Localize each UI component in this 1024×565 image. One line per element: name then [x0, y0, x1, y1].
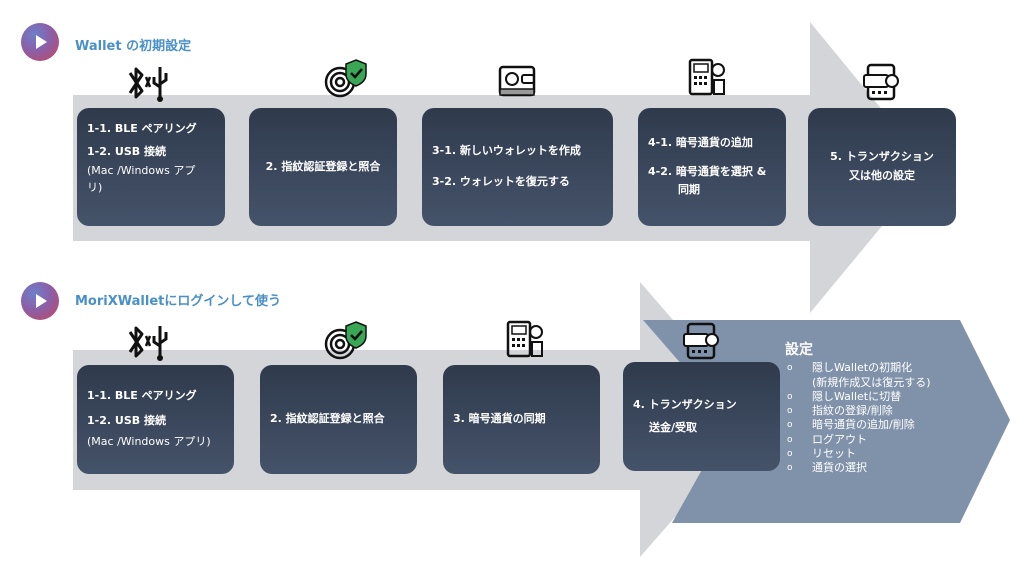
settings-item-label: 指紋の登録/削除: [812, 404, 893, 418]
step-text: 2. 指紋認証登録と照合: [270, 412, 385, 426]
bullet-icon: o: [787, 463, 793, 474]
settings-item[interactable]: o リセット: [785, 447, 975, 461]
step-card-1-2[interactable]: 2. 指紋認証登録と照合: [249, 108, 397, 226]
settings-item-label: ログアウト: [812, 432, 867, 446]
fingerprint-shield-icon: [324, 59, 367, 98]
step-text: 1-1. BLE ペアリング: [87, 389, 197, 403]
step-subtext: (Mac /Windows アプリ): [87, 434, 211, 448]
settings-item[interactable]: o 隠しWalletに切替: [785, 390, 975, 404]
bluetooth-usb-icon: [128, 326, 168, 361]
step-text: 4-2. 暗号通貨を選択 &: [648, 164, 767, 178]
settings-list: o 隠しWalletの初期化(新規作成又は復元する) o 隠しWalletに切替 o…: [785, 361, 975, 475]
step-text: 2. 指紋認証登録と照合: [265, 159, 381, 173]
step-card-2-4[interactable]: 4. トランザクション 送金/受取: [623, 362, 780, 471]
step-card-2-3[interactable]: 3. 暗号通貨の同期: [443, 365, 600, 474]
step-card-1-1[interactable]: 1-1. BLE ペアリング 1-2. USB 接続 (Mac /Windows…: [77, 108, 225, 226]
bluetooth-usb-icon: [128, 67, 168, 102]
crypto-atm-icon: [688, 58, 725, 96]
step-text: 1-2. USB 接続: [87, 144, 166, 158]
settings-item[interactable]: o 暗号通貨の追加/削除: [785, 418, 975, 432]
step-card-2-1[interactable]: 1-1. BLE ペアリング 1-2. USB 接続 (Mac /Windows…: [77, 365, 234, 474]
step-subtext: リ): [87, 180, 103, 194]
settings-item-label: 通貨の選択: [812, 461, 867, 475]
settings-panel: 設定 o 隠しWalletの初期化(新規作成又は復元する) o 隠しWalletに切…: [785, 343, 975, 476]
fingerprint-shield-icon: [324, 321, 367, 360]
crypto-card-device-icon: [683, 322, 719, 360]
step-card-2-2[interactable]: 2. 指紋認証登録と照合: [260, 365, 417, 474]
bullet-icon: o: [787, 391, 793, 402]
crypto-atm-icon: [506, 320, 543, 358]
step-card-1-3[interactable]: 3-1. 新しいウォレットを作成 3-2. ウォレットを復元する: [422, 108, 613, 226]
bullet-icon: o: [787, 449, 793, 460]
section2-play-icon[interactable]: [21, 282, 59, 320]
step-text: 3-2. ウォレットを復元する: [432, 175, 570, 188]
step-text: 3-1. 新しいウォレットを作成: [432, 144, 581, 158]
section1-title: Wallet の初期設定: [75, 39, 192, 54]
step-text: 4-1. 暗号通貨の追加: [648, 135, 753, 149]
step-text: 4. トランザクション: [633, 397, 737, 411]
settings-item[interactable]: o ログアウト: [785, 433, 975, 447]
settings-item-label: 隠しWalletに切替: [812, 389, 902, 403]
step-text: 1-1. BLE ペアリング: [87, 122, 197, 135]
settings-item-note: (新規作成又は復元する): [812, 375, 931, 389]
step-text: 3. 暗号通貨の同期: [453, 412, 546, 426]
section1-play-icon[interactable]: [21, 23, 59, 61]
step-text: 1-2. USB 接続: [87, 414, 166, 428]
wallet-icon: [498, 65, 536, 97]
settings-item-label: 暗号通貨の追加/削除: [812, 418, 915, 432]
settings-title: 設定: [785, 342, 813, 358]
settings-item[interactable]: o 隠しWalletの初期化(新規作成又は復元する): [785, 361, 975, 390]
section2-title: MoriXWalletにログインして使う: [75, 294, 281, 309]
bullet-icon: o: [787, 363, 793, 374]
step-subtext: (Mac /Windows アプ: [87, 163, 196, 177]
bullet-icon: o: [787, 434, 793, 445]
step-text: 5. トランザクション: [830, 150, 934, 164]
bullet-icon: o: [787, 406, 793, 417]
settings-item[interactable]: o 指紋の登録/削除: [785, 404, 975, 418]
settings-item-label: リセット: [812, 447, 856, 461]
settings-item-label: 隠しWalletの初期化: [812, 361, 913, 375]
step-card-1-4[interactable]: 4-1. 暗号通貨の追加 4-2. 暗号通貨を選択 & 同期: [638, 108, 786, 226]
step-text: 又は他の設定: [849, 169, 915, 182]
bullet-icon: o: [787, 420, 793, 431]
step-text: 同期: [678, 183, 700, 197]
crypto-card-device-icon: [863, 63, 899, 101]
step-card-1-5[interactable]: 5. トランザクション 又は他の設定: [808, 108, 956, 226]
step-text: 送金/受取: [649, 420, 698, 434]
settings-item[interactable]: o 通貨の選択: [785, 461, 975, 475]
